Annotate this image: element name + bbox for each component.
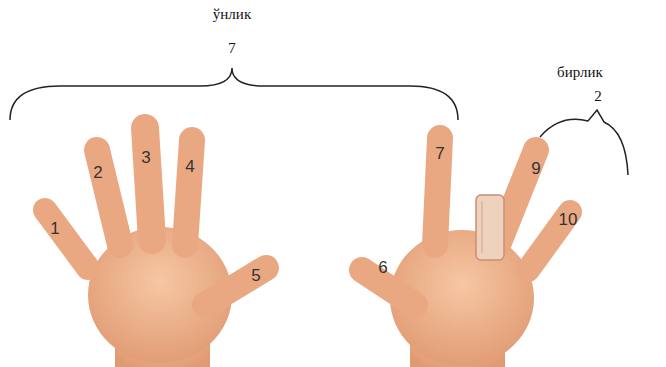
right-hand — [362, 138, 570, 367]
finger-number: 9 — [531, 160, 540, 177]
finger-number: 3 — [141, 149, 150, 166]
finger-number: 1 — [50, 220, 59, 237]
big-brace — [10, 68, 458, 120]
finger-number: 7 — [435, 145, 444, 162]
group-label: ўнлик — [213, 7, 251, 22]
group-label: бирлик — [557, 65, 603, 80]
finger-number: 6 — [378, 259, 387, 276]
small-brace — [540, 110, 628, 175]
group-count: 7 — [228, 41, 236, 56]
group-count: 2 — [594, 89, 602, 104]
finger-number: 5 — [251, 267, 260, 284]
finger-number: 4 — [185, 158, 194, 175]
finger-number: 2 — [93, 164, 102, 181]
left-hand — [45, 128, 266, 367]
finger-number: 10 — [559, 211, 578, 228]
